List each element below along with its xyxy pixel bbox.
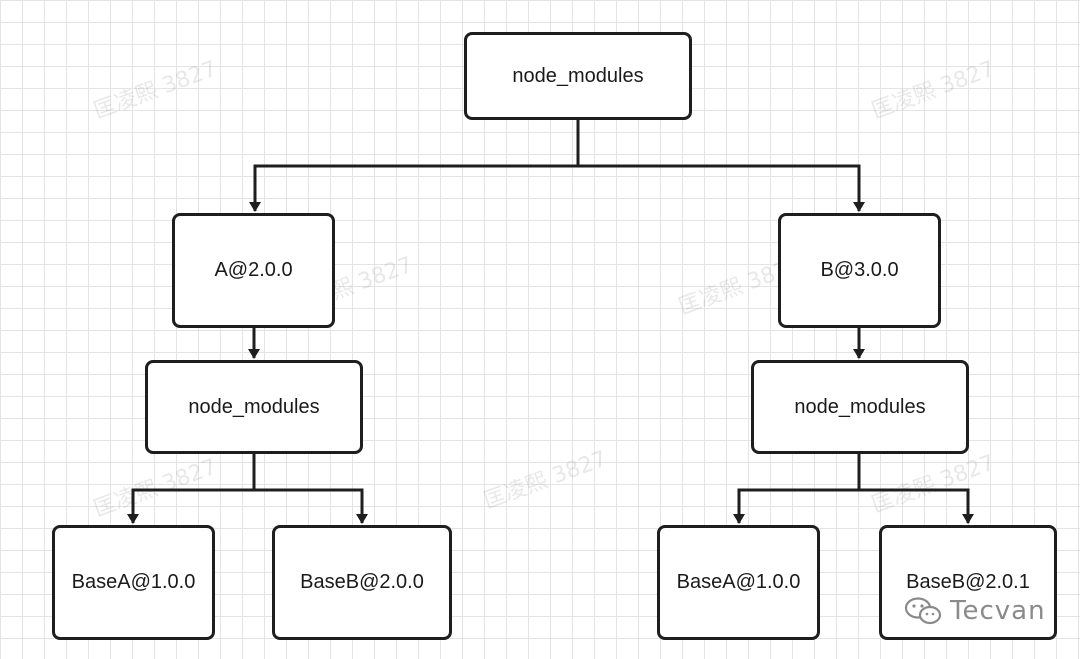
edge-b-modules-to-basea (733, 454, 861, 524)
wechat-icon (904, 597, 942, 625)
b-node-modules-box: node_modules (751, 360, 969, 454)
author-credit: Tecvan (904, 596, 1046, 626)
a-node-modules-box: node_modules (145, 360, 363, 454)
edge-root-to-a (249, 120, 580, 212)
edge-root-to-b (578, 164, 865, 212)
author-name: Tecvan (950, 596, 1046, 626)
package-b-box: B@3.0.0 (778, 213, 941, 328)
edge-b-modules-to-baseb (859, 488, 974, 524)
b-base-b-box: BaseB@2.0.1 (879, 525, 1057, 640)
a-base-b-box: BaseB@2.0.0 (272, 525, 452, 640)
root-node-modules-box: node_modules (464, 32, 692, 120)
b-base-a-box: BaseA@1.0.0 (657, 525, 820, 640)
a-base-a-box: BaseA@1.0.0 (52, 525, 215, 640)
edge-a-modules-to-baseb (254, 488, 368, 524)
package-a-box: A@2.0.0 (172, 213, 335, 328)
edge-a-modules-to-basea (127, 454, 256, 524)
